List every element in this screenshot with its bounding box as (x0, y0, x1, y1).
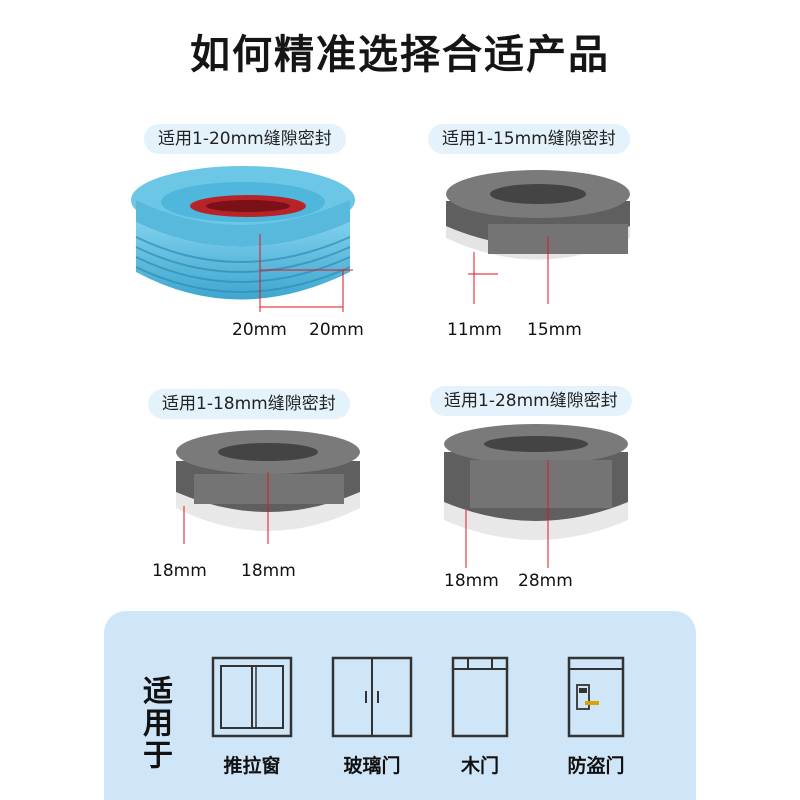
product-tag-3: 适用1-18mm缝隙密封 (148, 389, 350, 419)
dimension-label-3b: 18mm (241, 561, 296, 581)
security-door-icon (567, 656, 625, 738)
dimension-label-1b: 20mm (309, 320, 364, 340)
grey-seal-strip-image-18mm (176, 430, 360, 544)
usage-item-security-door: 防盗门 (548, 655, 644, 778)
usage-item-label: 防盗门 (567, 755, 625, 777)
sliding-window-icon (211, 656, 293, 738)
page-title: 如何精准选择合适产品 (190, 32, 610, 78)
product-tag-2: 适用1-15mm缝隙密封 (428, 124, 630, 154)
usage-item-label: 玻璃门 (343, 755, 401, 777)
dimension-label-1a: 20mm (232, 320, 287, 340)
usage-label: 适用于 (137, 675, 172, 771)
usage-item-label: 推拉窗 (223, 755, 281, 777)
usage-item-label: 木门 (460, 755, 499, 777)
product-tag-1: 适用1-20mm缝隙密封 (144, 124, 346, 154)
grey-seal-strip-image-28mm (444, 424, 628, 568)
dimension-label-4a: 18mm (444, 571, 499, 591)
blue-seal-strip-image (131, 166, 355, 312)
usage-item-glass-door: 玻璃门 (324, 655, 420, 778)
dimension-label-2a: 11mm (447, 320, 502, 340)
dimension-label-4b: 28mm (518, 571, 573, 591)
wooden-door-icon (451, 656, 509, 738)
dimension-label-2b: 15mm (527, 320, 582, 340)
usage-item-wooden-door: 木门 (432, 655, 528, 778)
product-tag-4: 适用1-28mm缝隙密封 (430, 386, 632, 416)
glass-door-icon (331, 656, 413, 738)
usage-panel: 适用于 推拉窗 玻璃门 木门 (104, 611, 696, 800)
dimension-label-3a: 18mm (152, 561, 207, 581)
usage-item-sliding-window: 推拉窗 (204, 655, 300, 778)
grey-seal-strip-image-15mm (446, 170, 630, 304)
